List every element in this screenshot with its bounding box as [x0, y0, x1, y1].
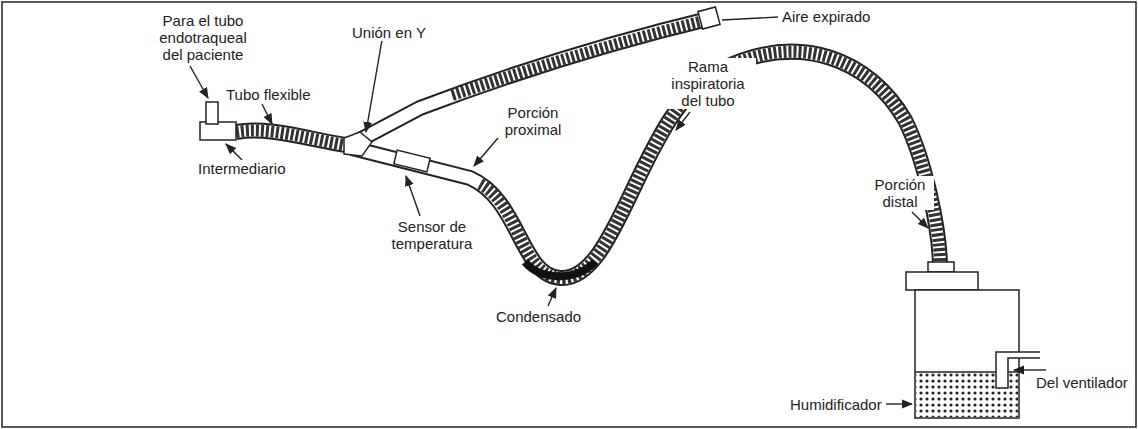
part-label: Para el tubo endotraqueal del paciente [148, 12, 258, 63]
leader-lines [190, 17, 1046, 404]
part-label: Tubo flexible [224, 86, 313, 103]
part-label: Aire expirado [780, 8, 872, 25]
humidifier [906, 262, 1040, 418]
part-label: Porción distal [866, 176, 934, 210]
part-label: Intermediario [196, 160, 288, 177]
part-label: Unión en Y [350, 24, 428, 41]
part-label: Porción proximal [494, 104, 572, 138]
y-junction [344, 132, 372, 156]
tubing [236, 7, 940, 278]
part-label: Humidificador [788, 396, 884, 413]
part-label: Del ventilador [1034, 374, 1130, 391]
part-label: Condensado [494, 308, 583, 325]
part-label: Sensor de temperatura [378, 218, 486, 252]
intermediary-connector [200, 102, 236, 140]
part-label: Rama inspiratoria del tubo [660, 58, 756, 109]
temperature-sensor [394, 150, 430, 172]
